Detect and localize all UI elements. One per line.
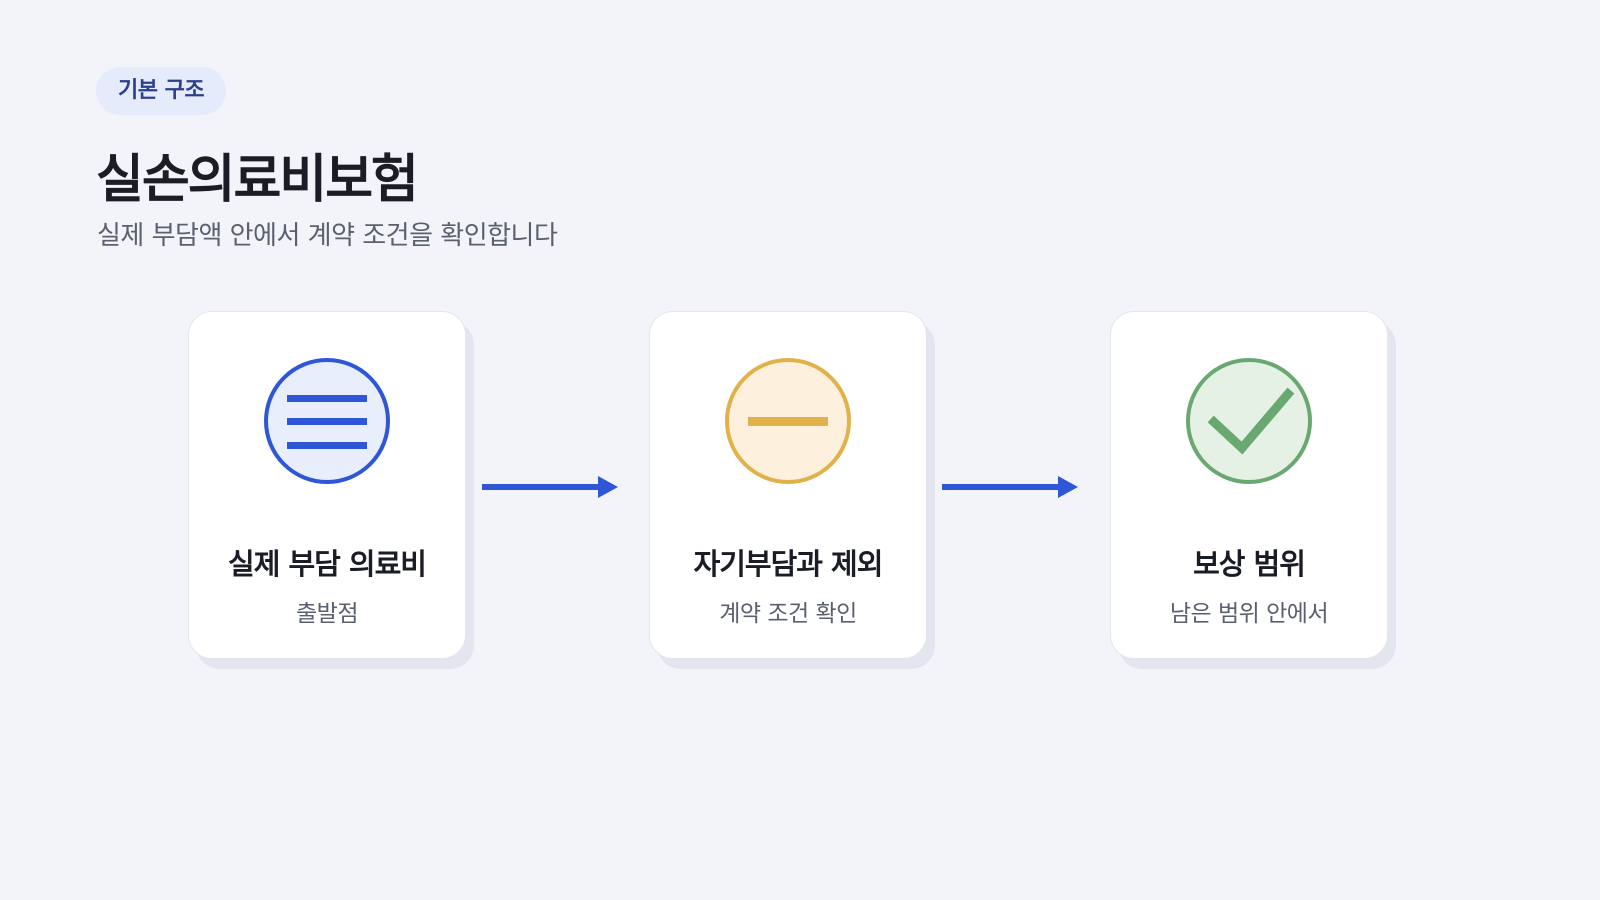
minus-icon: [723, 356, 853, 486]
step-title: 자기부담과 제외: [693, 547, 884, 581]
step-card-deductible: 자기부담과 제외 계약 조건 확인: [649, 311, 927, 659]
step-subtitle: 출발점: [296, 601, 358, 627]
check-icon: [1184, 356, 1314, 486]
step-subtitle: 계약 조건 확인: [719, 601, 857, 627]
menu-lines-icon: [262, 356, 392, 486]
step-card-medical-cost: 실제 부담 의료비 출발점: [188, 311, 466, 659]
flow-arrow: [482, 472, 622, 502]
flow-arrow: [942, 472, 1082, 502]
step-subtitle: 남은 범위 안에서: [1169, 601, 1329, 627]
section-badge: 기본 구조: [96, 67, 227, 115]
step-title: 실제 부담 의료비: [228, 547, 427, 581]
step-card-coverage: 보상 범위 남은 범위 안에서: [1110, 311, 1388, 659]
page-subtitle: 실제 부담액 안에서 계약 조건을 확인합니다: [97, 221, 558, 251]
step-title: 보상 범위: [1193, 547, 1306, 581]
page-title: 실손의료비보험: [96, 150, 419, 210]
